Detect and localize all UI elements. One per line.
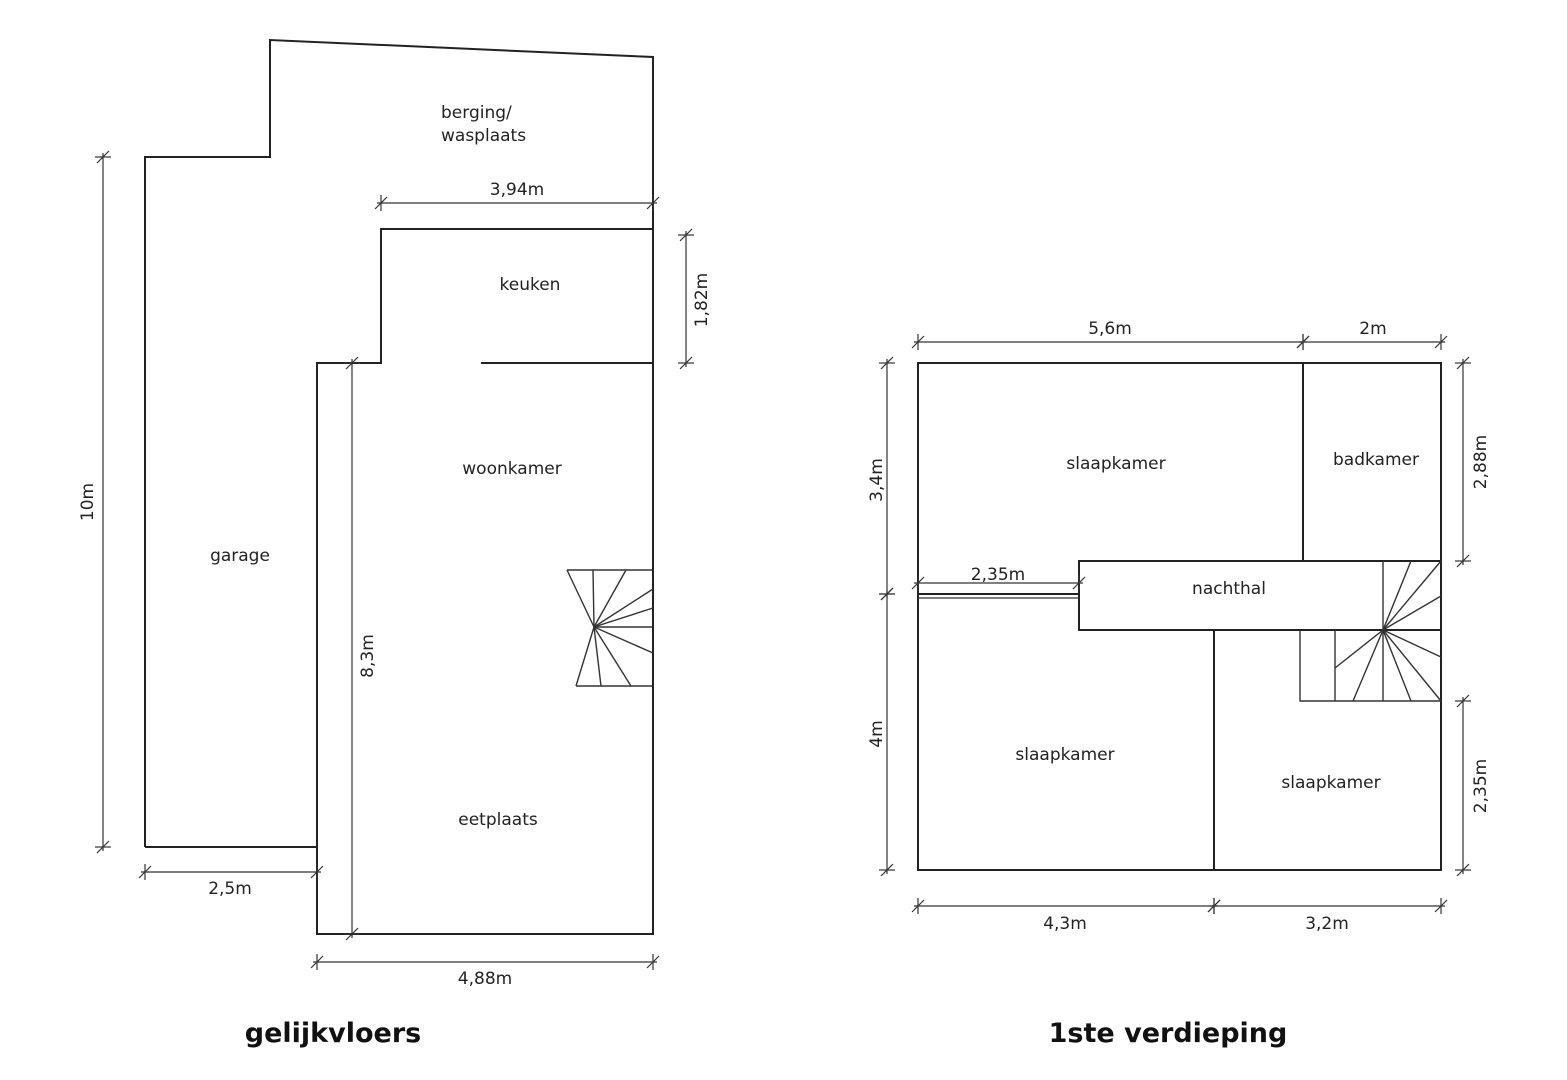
dim-bath-depth: 2,88m	[1471, 435, 1491, 489]
ground-staircase	[566, 569, 654, 687]
ground-dimension-lines	[95, 150, 694, 970]
dim-kitchen-width: 3,94m	[490, 180, 544, 200]
dim-total-depth: 10m	[78, 483, 98, 521]
ground-floor-plan: berging/ wasplaats keuken woonkamer gara…	[78, 38, 712, 1049]
dim-top-right: 2m	[1359, 319, 1386, 339]
room-label-garage: garage	[210, 546, 270, 566]
dim-kitchen-depth: 1,82m	[692, 273, 712, 327]
room-label-bedroom-2: slaapkamer	[1015, 745, 1114, 765]
dim-top-left: 5,6m	[1088, 319, 1132, 339]
landing-walls	[1078, 560, 1442, 631]
room-label-bedroom-1: slaapkamer	[1066, 454, 1165, 474]
dim-living-width: 4,88m	[458, 969, 512, 989]
ground-floor-title: gelijkvloers	[245, 1018, 421, 1049]
room-label-living: woonkamer	[462, 459, 561, 479]
dim-left-upper: 3,4m	[867, 458, 887, 502]
room-label-dining: eetplaats	[458, 810, 538, 830]
dim-bottom-right: 3,2m	[1305, 914, 1349, 934]
first-outer-wall	[917, 362, 1442, 871]
dim-living-depth: 8,3m	[358, 634, 378, 678]
room-label-kitchen: keuken	[500, 275, 561, 295]
room-label-bathroom: badkamer	[1333, 450, 1419, 470]
ground-outer-wall	[144, 38, 654, 935]
first-floor-title: 1ste verdieping	[1049, 1018, 1288, 1049]
room-label-bedroom-3: slaapkamer	[1281, 773, 1380, 793]
dim-bottom-left: 4,3m	[1043, 914, 1087, 934]
first-staircase	[1299, 560, 1442, 702]
dim-left-lower: 4m	[867, 720, 887, 747]
first-floor-plan: slaapkamer badkamer nachthal slaapkamer …	[867, 319, 1491, 1049]
room-label-laundry: wasplaats	[441, 126, 526, 146]
room-label-storage: berging/	[441, 103, 512, 123]
dim-garage-width: 2,5m	[208, 879, 252, 899]
first-dimension-lines	[879, 334, 1471, 914]
room-label-landing: nachthal	[1192, 579, 1266, 599]
dim-corridor: 2,35m	[971, 565, 1025, 585]
dim-right-lower: 2,35m	[1471, 759, 1491, 813]
